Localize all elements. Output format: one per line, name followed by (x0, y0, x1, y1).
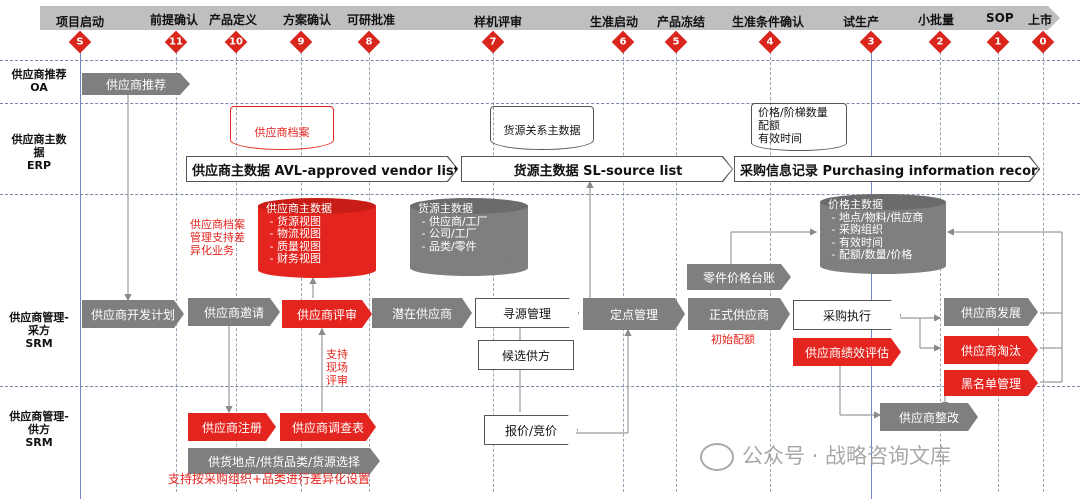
vendor-master-cylinder: 供应商主数据 - 货源视图 - 物流视图 - 质量视图 - 财务视图 (258, 198, 376, 278)
price-master-cylinder: 价格主数据 - 地点/物料/供应商 - 采购组织 - 有效时间 - 配额/数量/… (820, 194, 946, 274)
survey-box[interactable]: 供应商调查表 (280, 413, 376, 441)
lane-label-srm-supplier: 供应商管理- 供方 SRM (9, 410, 69, 449)
rectify-box[interactable]: 供应商整改 (880, 403, 978, 431)
phase-label-solution: 方案确认 (283, 13, 332, 27)
lane-separator-4 (0, 386, 1080, 387)
lane-label-srm-buyer: 供应商管理- 采方 SRM (9, 311, 69, 350)
phase-label-launch: 上市 (1028, 13, 1053, 27)
eliminate-box[interactable]: 供应商淘汰 (944, 336, 1038, 364)
purchase-exec-box[interactable]: 采购执行 (793, 300, 901, 330)
phase-label-prod-prep: 生准启动 (590, 15, 639, 29)
lane-label-erp: 供应商主数 据 ERP (11, 133, 67, 172)
develop-box[interactable]: 供应商发展 (944, 298, 1038, 326)
phase-label-sop: SOP (986, 11, 1014, 25)
lane-label-oa: 供应商推荐 OA (11, 68, 67, 94)
pir-arrow[interactable]: 采购信息记录 Purchasing information record (734, 156, 1040, 182)
phase-header-band (40, 6, 1060, 30)
phase-label-prep-confirm: 生准条件确认 (732, 15, 805, 29)
vendor-file-support-note: 供应商档案 管理支持差 异化业务 (190, 218, 245, 257)
phase-label-project-start: 项目启动 (56, 15, 105, 29)
milestone-line-1 (998, 52, 999, 492)
sl-arrow[interactable]: 货源主数据 SL-source list (461, 156, 733, 182)
vendor-recommend-box[interactable]: 供应商推荐 (82, 73, 190, 95)
part-price-ledger-box[interactable]: 零件价格台账 (687, 264, 791, 290)
invite-box[interactable]: 供应商邀请 (188, 298, 280, 326)
milestone-line-10 (236, 52, 237, 492)
phase-label-trial: 试生产 (843, 15, 880, 29)
milestone-line-2 (940, 52, 941, 492)
lane-separator-2 (0, 103, 1080, 104)
initial-quota-note: 初始配额 (711, 333, 755, 346)
quote-box[interactable]: 报价/竞价 (484, 415, 578, 445)
source-master-cylinder-top: 货源关系主数据 (490, 106, 594, 150)
phase-label-freeze: 产品冻结 (657, 15, 706, 29)
watermark: 公众号 · 战略咨询文库 (700, 440, 951, 471)
sourcing-box[interactable]: 寻源管理 (475, 298, 579, 328)
register-box[interactable]: 供应商注册 (188, 413, 276, 441)
milestone-line-0 (1043, 52, 1044, 492)
phase-label-product-def: 产品定义 (209, 13, 258, 27)
milestone-line-s (80, 44, 81, 499)
dev-plan-box[interactable]: 供应商开发计划 (82, 300, 184, 328)
phase-label-premise: 前提确认 (150, 13, 199, 27)
candidate-box[interactable]: 候选供方 (478, 340, 574, 370)
lane-separator-1 (0, 60, 1080, 61)
lane-separator-3 (0, 194, 1080, 195)
phase-label-prototype: 样机评审 (474, 15, 523, 29)
milestone-line-5 (676, 52, 677, 492)
phase-label-feasibility: 可研批准 (347, 13, 396, 27)
blacklist-box[interactable]: 黑名单管理 (944, 370, 1038, 396)
milestone-line-6 (623, 52, 624, 492)
onsite-review-note: 支持 现场 评审 (326, 348, 348, 387)
price-note-box: 价格/阶梯数量 配额 有效时间 (751, 103, 847, 151)
avl-arrow[interactable]: 供应商主数据 AVL-approved vendor list (186, 156, 458, 182)
review-box[interactable]: 供应商评审 (282, 300, 372, 328)
supply-select-box[interactable]: 供货地点/供货品类/货源选择 (188, 448, 380, 474)
milestone-line-11 (176, 52, 177, 492)
source-master-cylinder: 货源主数据 - 供应商/工厂 - 公司/工厂 - 品类/零件 (410, 198, 528, 276)
potential-vendor-box[interactable]: 潜在供应商 (372, 298, 472, 328)
vendor-file-cylinder-top: 供应商档案 (230, 106, 334, 150)
perf-eval-box[interactable]: 供应商绩效评估 (793, 338, 901, 366)
phase-label-small-batch: 小批量 (918, 13, 955, 27)
fixed-point-box[interactable]: 定点管理 (583, 298, 685, 330)
diff-setting-note: 支持按采购组织+品类进行差异化设置 (168, 472, 371, 486)
wechat-icon (700, 443, 734, 471)
formal-vendor-box[interactable]: 正式供应商 (688, 298, 790, 330)
